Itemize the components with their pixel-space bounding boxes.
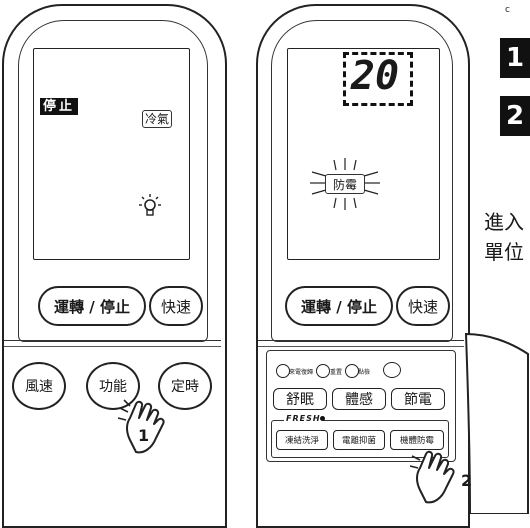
reset-button[interactable]: 重置 <box>330 369 343 376</box>
step-1-marker: 1 <box>138 426 150 445</box>
blink-rays-icon <box>310 158 380 210</box>
stop-status-badge: 停止 <box>40 98 79 115</box>
anti-mold-label: 防霉 <box>325 174 365 194</box>
pointing-hand-icon <box>117 399 165 454</box>
blank-round-button[interactable] <box>383 362 401 378</box>
body-sense-button[interactable]: 體感 <box>332 388 386 410</box>
quick-button[interactable]: 快速 <box>396 286 450 326</box>
run-stop-button[interactable]: 運轉 / 停止 <box>38 286 146 326</box>
quick-button[interactable]: 快速 <box>149 286 203 326</box>
fan-speed-button[interactable]: 風速 <box>12 362 66 410</box>
corner-mark: c <box>505 5 510 15</box>
temperature-display: 20 <box>350 53 400 99</box>
function-button[interactable]: 功能 <box>86 362 140 410</box>
small-button-indicator <box>345 364 359 378</box>
temperature-highlight <box>343 52 413 106</box>
instruction-line-1: 進入 <box>484 210 524 234</box>
right-lcd-screen <box>287 48 440 260</box>
fresh-logo: FRESH <box>284 414 323 423</box>
small-button-indicator <box>316 364 330 378</box>
lightbulb-icon <box>139 194 161 216</box>
left-lcd-screen <box>33 48 190 260</box>
step-1-box: 1 <box>500 38 530 78</box>
fresh-group-frame <box>271 420 449 458</box>
right-remote-ridge <box>258 346 464 347</box>
pointing-hand-icon <box>409 450 455 504</box>
ion-sterilize-button[interactable]: 電離抑菌 <box>333 430 385 450</box>
sleep-button[interactable]: 舒眠 <box>273 388 327 410</box>
left-remote-ridge <box>4 346 221 347</box>
fresh-indicator-dot <box>320 416 325 421</box>
run-stop-button[interactable]: 運轉 / 停止 <box>285 286 393 326</box>
cool-mode-label: 冷氣 <box>142 110 173 128</box>
freeze-wash-button[interactable]: 凍結洗淨 <box>276 430 328 450</box>
step-2-box: 2 <box>500 96 530 136</box>
instruction-line-2: 單位 <box>484 240 524 264</box>
power-recovery-button[interactable]: 來電復歸 <box>289 369 314 376</box>
timer-button[interactable]: 定時 <box>158 362 212 410</box>
right-remote-ridge <box>258 340 464 341</box>
small-button-indicator <box>276 364 290 378</box>
check-button[interactable]: 點檢 <box>358 369 371 376</box>
remote-cover-flap <box>464 332 529 514</box>
anti-mold-button[interactable]: 機體防霉 <box>390 430 444 450</box>
step-2-marker: 2 <box>461 471 473 490</box>
left-remote-ridge <box>4 340 221 341</box>
power-saving-button[interactable]: 節電 <box>391 388 445 410</box>
